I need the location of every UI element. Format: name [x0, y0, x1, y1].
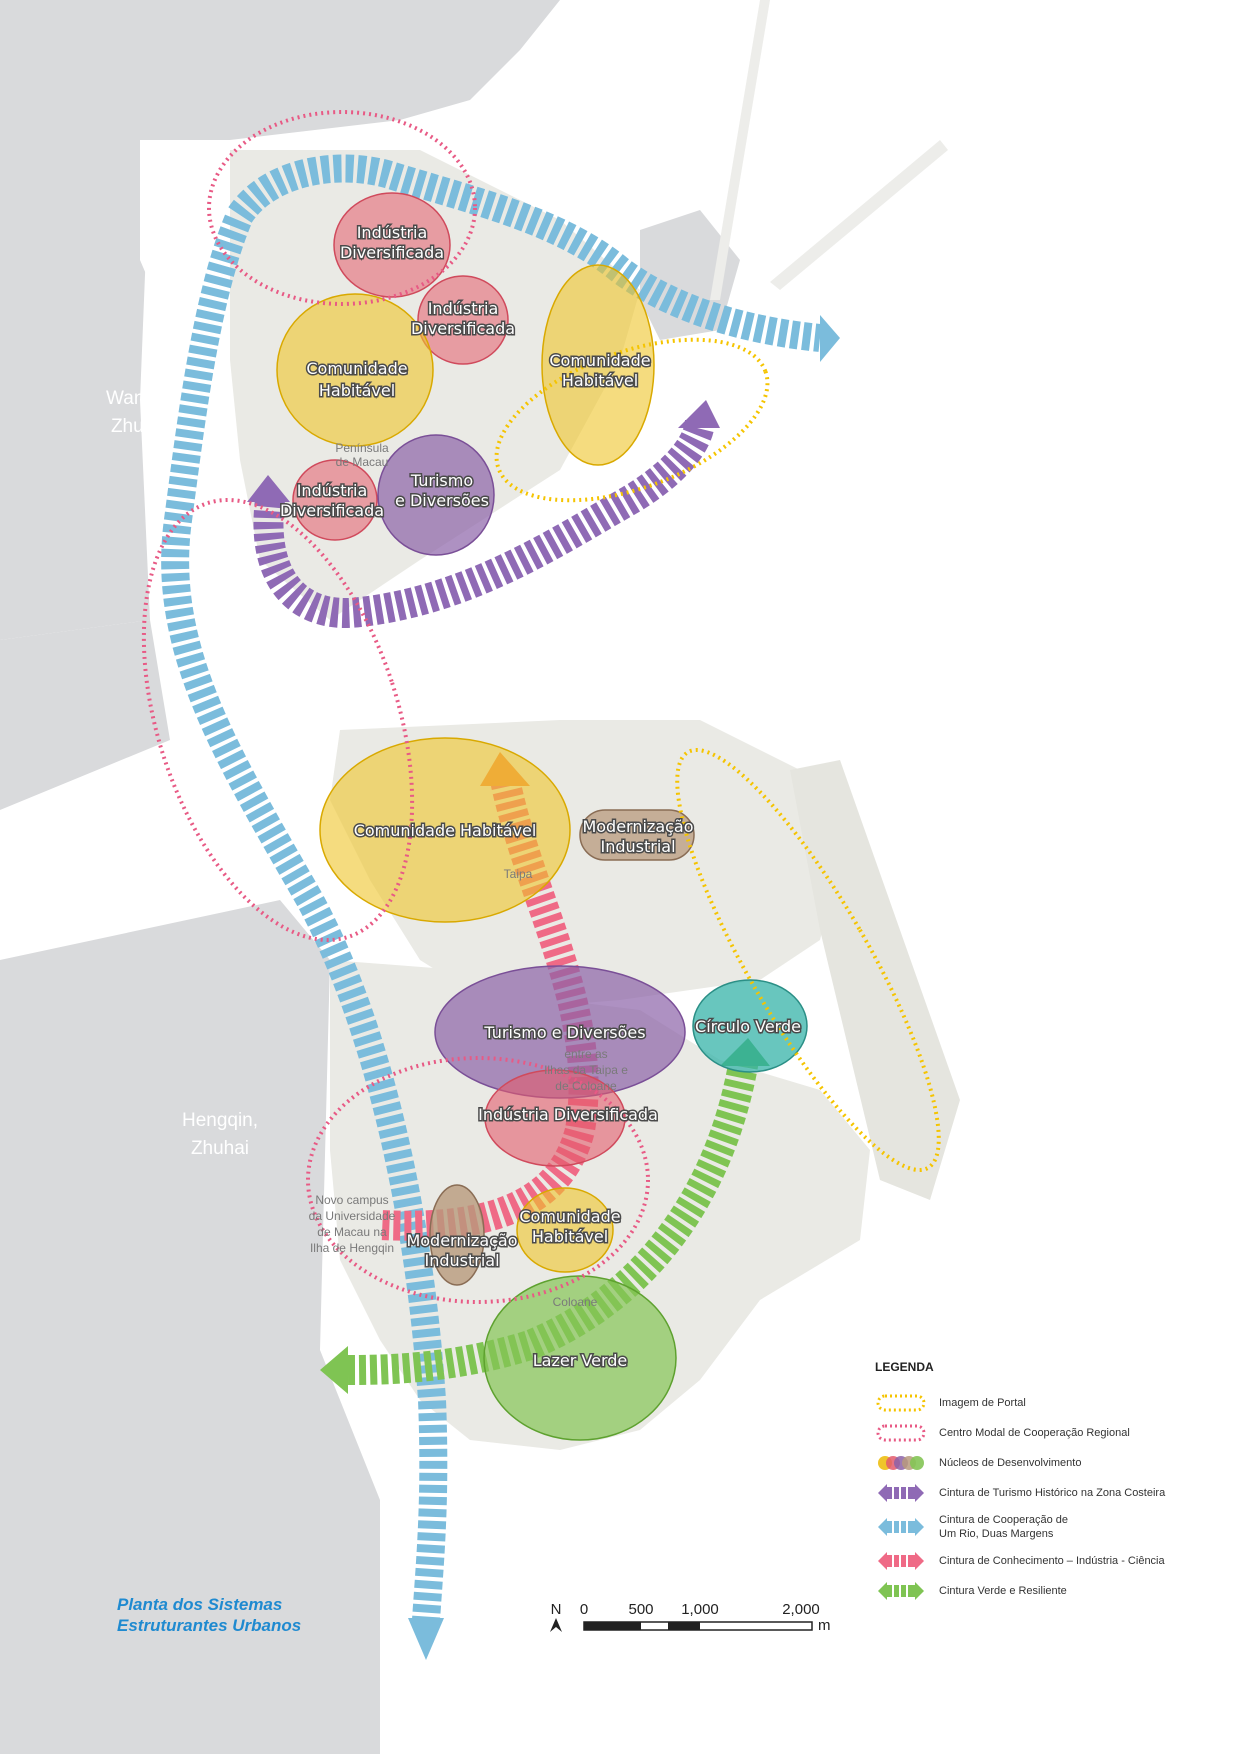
scale-tick-2000: 2,000 [782, 1601, 820, 1618]
place-between-3: de Coloane [555, 1079, 617, 1093]
regional-centres [141, 110, 650, 1304]
label-tourism-south: Turismo e Diversões [483, 1023, 645, 1042]
portal-images [494, 337, 941, 1172]
place-between-1: entre as [564, 1047, 607, 1061]
legend-item-nuclei: Núcleos de Desenvolvimento [875, 1448, 1215, 1478]
legend-item-tourism-belt: Cintura de Turismo Histórico na Zona Cos… [875, 1478, 1215, 1508]
legend: LEGENDA Imagem de Portal Centro Modal de… [875, 1360, 1215, 1606]
scale-bar: N 0 500 1,000 2,000 m [550, 1601, 831, 1634]
label-industry-south-2: Diversificada [280, 501, 384, 520]
blue-arrow-icon [878, 1518, 924, 1536]
legend-label-knowledge-belt: Cintura de Conhecimento – Indústria - Ci… [939, 1555, 1165, 1567]
label-tourism-north: Turismo [410, 471, 473, 490]
green-arrow-icon [878, 1582, 924, 1600]
place-campus-3: de Macau na [317, 1225, 387, 1239]
label-industry-mid-2: Diversificada [411, 319, 515, 338]
legend-item-regional: Centro Modal de Cooperação Regional [875, 1418, 1215, 1448]
label-industry-mid: Indústria [428, 299, 499, 318]
label-modernization-taipa: Modernização [582, 817, 693, 836]
colored-dots-icon [878, 1456, 924, 1470]
label-community-cotai: Comunidade [519, 1207, 620, 1226]
label-community-east-2: Habitável [562, 371, 638, 390]
nucleus-labels: Indústria Diversificada Indústria Divers… [278, 222, 802, 1372]
place-peninsula-macau: de Macau [336, 455, 389, 469]
development-nuclei [276, 192, 808, 1441]
map-title: Planta dos Sistemas Estruturantes Urbano… [117, 1594, 301, 1636]
legend-label-regional: Centro Modal de Cooperação Regional [939, 1427, 1130, 1439]
label-community-east: Comunidade [549, 351, 650, 370]
place-wanzai: Wanzai, [106, 388, 174, 409]
label-green-leisure: Lazer Verde [533, 1351, 627, 1370]
legend-label-tourism-belt: Cintura de Turismo Histórico na Zona Cos… [939, 1487, 1166, 1499]
north-label: N [551, 1601, 562, 1618]
pink-arrow-icon [878, 1552, 924, 1570]
label-industry-cotai: Indústria Diversificada [478, 1105, 658, 1124]
place-campus-2: da Universidade [309, 1209, 396, 1223]
tourism-belt [247, 400, 720, 628]
place-labels: Wanzai, Zhuhai Hengqin, Zhuhai Península… [106, 388, 628, 1309]
legend-label-green-belt: Cintura Verde e Resiliente [939, 1585, 1067, 1597]
purple-arrow-icon [878, 1484, 924, 1502]
legend-label-portal: Imagem de Portal [939, 1397, 1026, 1409]
scale-tick-0: 0 [580, 1601, 588, 1618]
label-modernization-cotai-2: Industrial [424, 1251, 499, 1270]
place-campus-4: Ilha de Hengqin [310, 1241, 394, 1255]
legend-label-cooperation-belt: Cintura de Cooperação de Um Rio, Duas Ma… [939, 1513, 1068, 1541]
legend-label-cooperation-belt-line-1: Cintura de Cooperação de [939, 1514, 1069, 1526]
legend-item-portal: Imagem de Portal [875, 1388, 1215, 1418]
label-community-north-2: Habitável [319, 381, 395, 400]
legend-title: LEGENDA [875, 1360, 934, 1374]
place-peninsula: Península [335, 441, 389, 455]
scale-tick-1000: 1,000 [681, 1601, 719, 1618]
dotted-yellow-ellipse-icon [876, 1394, 926, 1412]
label-industry-north-2: Diversificada [340, 243, 444, 262]
label-green-circle: Círculo Verde [695, 1017, 801, 1036]
place-between-2: Ilhas da Taipa e [544, 1063, 628, 1077]
legend-label-cooperation-belt-line-2: Um Rio, Duas Margens [939, 1528, 1054, 1540]
legend-label-nuclei: Núcleos de Desenvolvimento [939, 1457, 1082, 1469]
legend-item-green-belt: Cintura Verde e Resiliente [875, 1576, 1215, 1606]
place-hengqin: Hengqin, [182, 1110, 258, 1131]
label-modernization-cotai: Modernização [406, 1231, 517, 1250]
map-title-line-2: Estruturantes Urbanos [117, 1616, 302, 1635]
place-taipa: Taipa [504, 867, 533, 881]
place-campus-1: Novo campus [315, 1193, 388, 1207]
label-industry-south: Indústria [297, 481, 368, 500]
place-coloane: Coloane [553, 1295, 598, 1309]
label-community-taipa: Comunidade Habitável [354, 821, 537, 840]
label-industry-north: Indústria [357, 223, 428, 242]
label-modernization-taipa-2: Industrial [600, 837, 675, 856]
dotted-pink-ellipse-icon [876, 1424, 926, 1442]
scale-unit: m [818, 1617, 831, 1634]
north-arrow-icon [550, 1618, 562, 1632]
map-title-line-1: Planta dos Sistemas [117, 1595, 283, 1614]
place-wanzai-city: Zhuhai [111, 416, 169, 437]
label-tourism-north-2: e Diversões [395, 491, 489, 510]
label-community-north: Comunidade [306, 359, 407, 378]
legend-item-cooperation-belt: Cintura de Cooperação de Um Rio, Duas Ma… [875, 1508, 1215, 1546]
cooperation-belt [161, 154, 840, 1660]
place-hengqin-city: Zhuhai [191, 1138, 249, 1159]
legend-item-knowledge-belt: Cintura de Conhecimento – Indústria - Ci… [875, 1546, 1215, 1576]
scale-tick-500: 500 [628, 1601, 653, 1618]
label-community-cotai-2: Habitável [532, 1227, 608, 1246]
